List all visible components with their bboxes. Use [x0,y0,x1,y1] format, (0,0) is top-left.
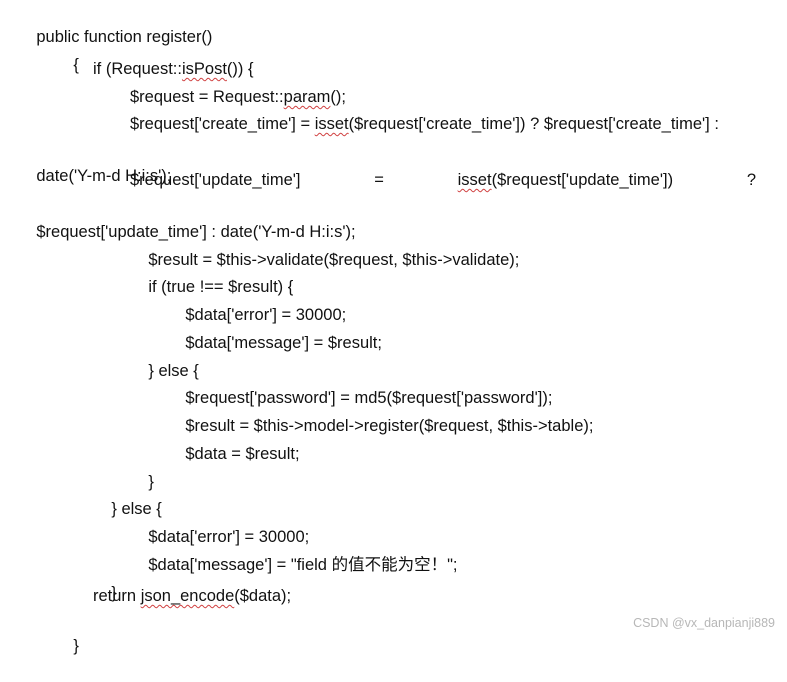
code-text: date('Y-m-d H:i:s'); [36,167,172,185]
code-line-4: $request = Request::param(); [130,85,346,109]
code-line-12: $data['message'] = $result; [167,307,382,352]
code-line-6: date('Y-m-d H:i:s'); [18,140,171,185]
code-text: } else { [111,500,162,518]
code-text: ($data); [234,587,292,605]
code-line-2: { [55,29,79,74]
spellcheck-token: isset [457,171,492,189]
code-line-14: $request['password'] = md5($request['pas… [167,362,552,407]
spellcheck-token: isPost [181,60,227,78]
code-text: public function register() [36,28,213,46]
code-line-19: $data['error'] = 30000; [130,501,309,546]
code-text: $data['message'] = $result; [185,334,382,352]
code-text: (); [330,88,346,106]
spellcheck-token: json_encode [140,587,235,605]
code-text: } [111,584,117,602]
code-text: = [374,171,384,189]
code-line-22: return json_encode($data); [93,584,291,608]
code-text-group: isset($request['update_time']) [458,168,673,192]
code-line-10: if (true !== $result) { [130,251,293,296]
spellcheck-token: param [283,88,331,106]
code-text: $data['error'] = 30000; [185,306,347,324]
code-text: } [73,637,79,655]
code-text: $request['update_time'] : date('Y-m-d H:… [36,223,356,241]
code-line-3: if (Request::isPost()) { [93,57,254,81]
code-line-5: $request['create_time'] = isset($request… [130,112,719,136]
code-text: if (Request:: [93,60,182,78]
code-line-18: } else { [93,473,161,518]
code-line-7: $request['update_time'] = isset($request… [130,168,756,192]
code-text: $request = Request:: [130,88,284,106]
code-line-9: $result = $this->validate($request, $thi… [130,224,519,269]
code-line-17: } [130,446,154,491]
code-line-8: $request['update_time'] : date('Y-m-d H:… [18,196,355,241]
code-line-16: $data = $result; [167,418,299,463]
code-text: $data['error'] = 30000; [148,528,310,546]
code-line-21: } [93,557,117,602]
csdn-watermark: CSDN @vx_danpianji889 [633,616,775,630]
code-text: ? [746,171,756,189]
code-text: return [93,587,141,605]
code-text: $request['update_time'] [130,171,301,189]
code-text: { [73,56,79,74]
code-text: $data = $result; [185,445,300,463]
spellcheck-token: isset [314,115,349,133]
code-text: if (true !== $result) { [148,278,294,296]
code-line-13: } else { [130,335,198,380]
code-text: } [148,473,154,491]
code-text: $result = $this->model->register($reques… [185,417,594,435]
code-line-23: } [55,610,79,655]
code-line-11: $data['error'] = 30000; [167,279,346,324]
code-text: $data['message'] = "field 的值不能为空！"; [148,556,458,574]
code-line-15: $result = $this->model->register($reques… [167,390,593,435]
code-line-20: $data['message'] = "field 的值不能为空！"; [130,529,457,574]
code-text: $request['create_time'] = [130,115,315,133]
code-text: ()) { [226,60,254,78]
code-text: ($request['update_time']) [491,171,674,189]
code-text: ($request['create_time']) ? $request['cr… [348,115,719,133]
code-line-1: public function register() [18,1,212,46]
code-text: $result = $this->validate($request, $thi… [148,251,520,269]
code-text: } else { [148,362,199,380]
code-text: $request['password'] = md5($request['pas… [185,389,553,407]
